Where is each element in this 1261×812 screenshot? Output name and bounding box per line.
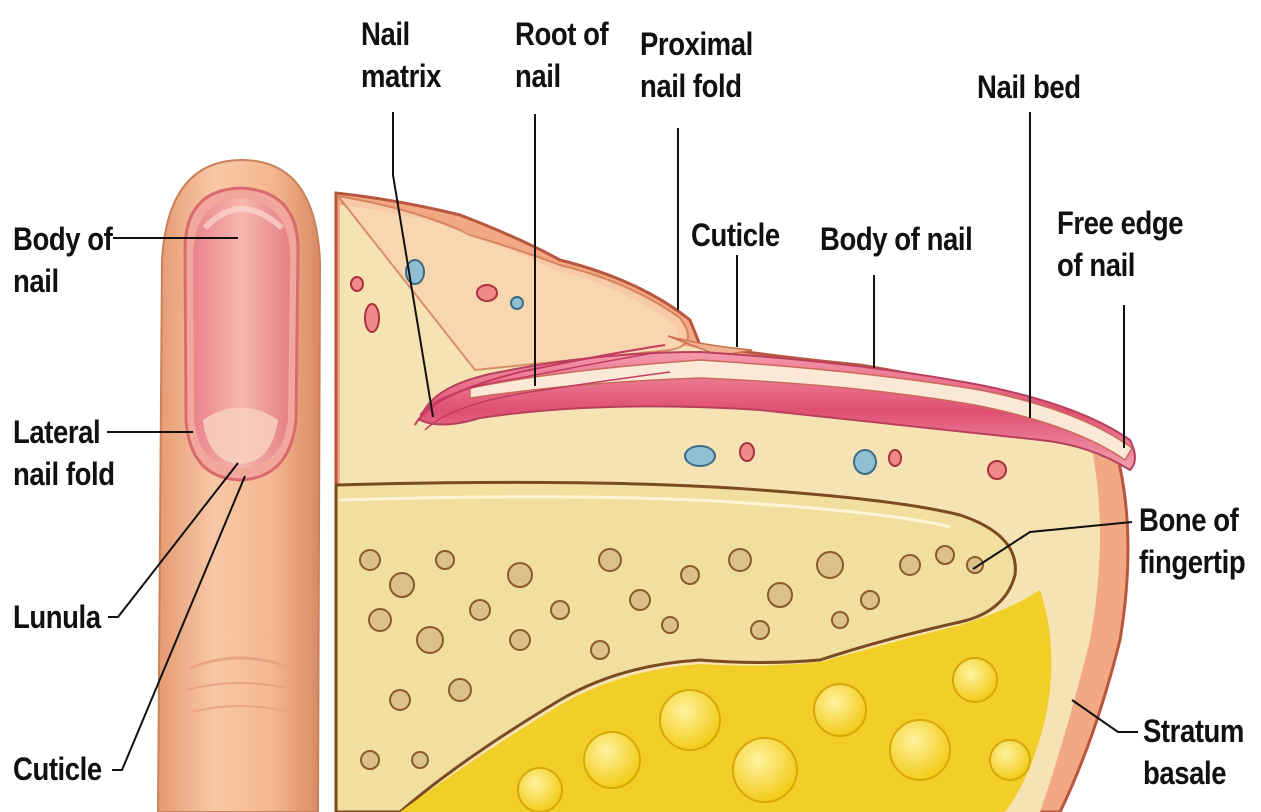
finger-external-view	[158, 160, 320, 812]
label-lunula: Lunula	[13, 596, 101, 638]
label-nail-bed: Nail bed	[977, 66, 1081, 108]
label-body-of-nail-section: Body of nail	[820, 218, 972, 260]
label-cuticle-finger: Cuticle	[13, 748, 102, 790]
nail-cross-section	[336, 193, 1135, 812]
label-cuticle-section: Cuticle	[691, 214, 780, 256]
